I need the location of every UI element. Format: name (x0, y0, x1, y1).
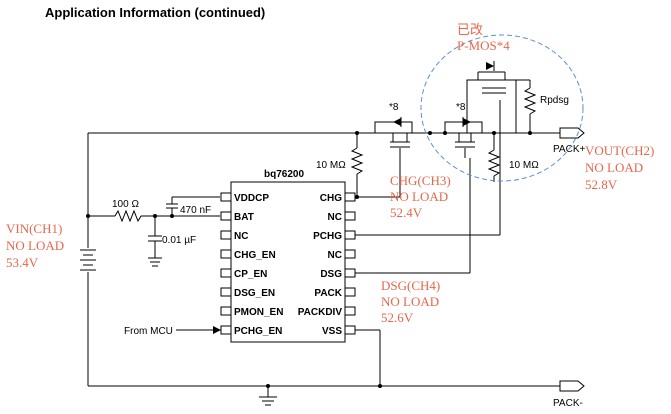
junction (528, 131, 532, 135)
ground-symbol (148, 257, 162, 267)
annot-pmos-2: P-MOS*4 (457, 38, 510, 53)
c-vddcp-label: 470 nF (180, 205, 211, 216)
annot-pmos-1: 已改 (457, 22, 483, 37)
r-chg-label: 10 MΩ (316, 160, 346, 171)
junction (266, 384, 270, 388)
junction (86, 214, 90, 218)
resistor-100-ohm (114, 209, 142, 223)
pin-vss: VSS (322, 326, 342, 337)
pin-packdiv: PACKDIV (298, 307, 343, 318)
pin-vddcp: VDDCP (234, 193, 269, 204)
annot-vin-3: 53.4V (6, 255, 39, 270)
r-bat-label: 100 Ω (112, 199, 139, 210)
pdsg-mosfet (466, 61, 517, 133)
junction (428, 131, 432, 135)
pmos-highlight-circle (420, 34, 584, 182)
pack-plus-connector (559, 127, 585, 139)
annot-dsg-2: NO LOAD (381, 294, 439, 309)
resistor-rpdsg (523, 87, 537, 115)
junction (443, 131, 447, 135)
pin-pack: PACK (314, 288, 342, 299)
rpdsg-label: Rpdsg (540, 95, 569, 106)
junction (355, 131, 359, 135)
pin-bat: BAT (234, 212, 254, 223)
c-bat-label: 0.01 µF (162, 235, 196, 246)
pin-dsg-en: DSG_EN (234, 288, 275, 299)
annot-chg-1: CHG(CH3) (390, 173, 451, 188)
junction (378, 384, 382, 388)
ic-left-pins (220, 192, 232, 335)
resistor-10m-dsg (487, 149, 501, 177)
mos-mult-chg: *8 (389, 102, 399, 113)
resistor-10m-chg (350, 147, 364, 175)
ic-name: bq76200 (264, 169, 304, 180)
junction (170, 214, 174, 218)
pin-dsg: DSG (320, 269, 342, 280)
annot-dsg-3: 52.6V (381, 310, 414, 325)
annot-vout-1: VOUT(CH2) (585, 143, 654, 158)
pack-minus-label: PACK- (553, 398, 583, 409)
from-mcu-label: From MCU (124, 326, 173, 337)
junction (492, 131, 496, 135)
pin-pchg-en: PCHG_EN (234, 326, 282, 337)
dsg-mosfet (444, 117, 483, 148)
pin-chg-en: CHG_EN (234, 250, 276, 261)
annot-vout-3: 52.8V (585, 177, 618, 192)
ground-symbol (259, 396, 277, 406)
pin-nc-left: NC (234, 231, 248, 242)
mcu-arrow (213, 326, 221, 334)
annot-vout-2: NO LOAD (585, 160, 643, 175)
mos-mult-dsg: *8 (456, 102, 466, 113)
annot-vin-2: NO LOAD (6, 238, 64, 253)
pin-chg: CHG (320, 193, 342, 204)
pin-pchg: PCHG (313, 231, 342, 242)
chg-mosfet (374, 117, 413, 148)
battery-symbol (80, 249, 96, 271)
section-title: Application Information (continued) (45, 5, 265, 20)
annot-chg-3: 52.4V (390, 205, 423, 220)
pin-cp-en: CP_EN (234, 269, 267, 280)
ic-right-pins (344, 192, 356, 335)
annot-vin-1: VIN(CH1) (6, 221, 62, 236)
annot-chg-2: NO LOAD (390, 189, 448, 204)
junction (153, 214, 157, 218)
ic-body (230, 181, 346, 343)
pin-nc-right-1: NC (328, 212, 342, 223)
pin-nc-right-2: NC (328, 250, 342, 261)
pin-pmon-en: PMON_EN (234, 307, 283, 318)
annot-dsg-1: DSG(CH4) (381, 278, 440, 293)
r-dsg-label: 10 MΩ (509, 160, 539, 171)
pack-minus-connector (559, 380, 585, 392)
